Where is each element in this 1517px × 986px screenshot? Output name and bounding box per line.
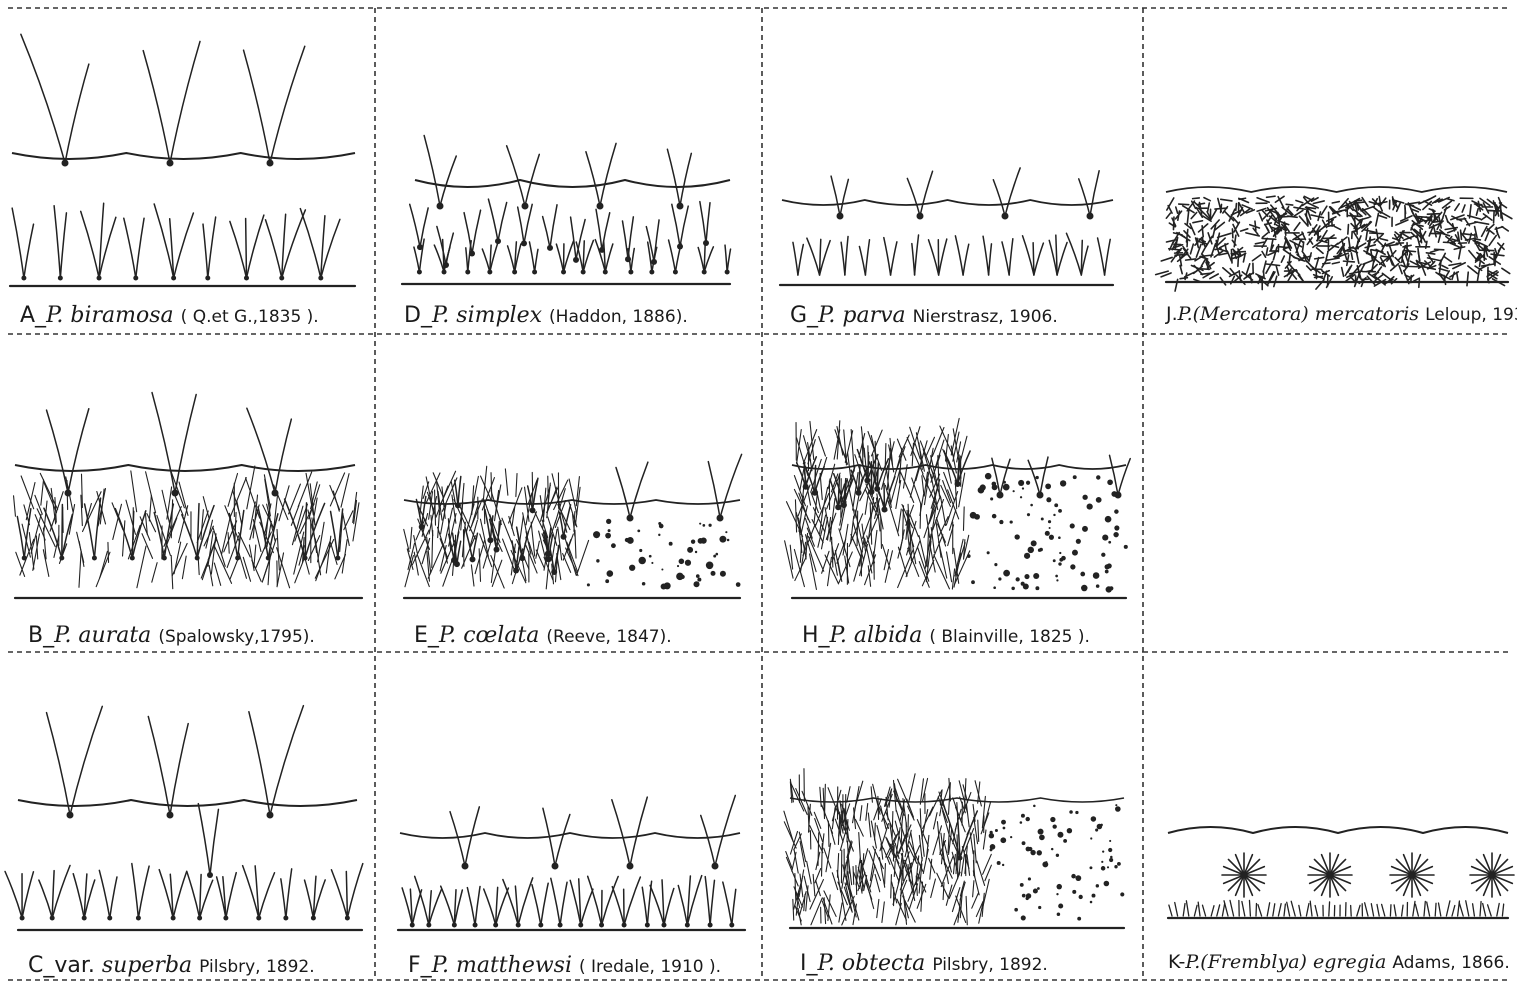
panel-label-D: D_P. simplex (Haddon, 1886). [404,303,688,328]
drawing-H [785,418,1131,598]
panel-label-B: B_P. aurata (Spalowsky,1795). [28,623,315,648]
panel-drawings [5,34,1514,930]
drawing-J [1156,187,1512,291]
panel-label-I: I_P. obtecta Pilsbry, 1892. [800,951,1048,976]
drawing-C [5,706,363,930]
panel-label-K: K-P.(Fremblya) egregia Adams, 1866. [1168,951,1510,973]
drawing-F [398,795,745,930]
drawing-B [14,393,362,598]
drawing-G [780,168,1113,285]
drawing-I [784,769,1124,928]
panel-label-A: A_P. biramosa ( Q.et G.,1835 ). [20,303,319,328]
drawing-D [402,135,731,284]
drawing-E [404,454,742,598]
drawing-K [1168,827,1514,918]
panel-label-C: C_var. superba Pilsbry, 1892. [28,953,315,978]
panel-label-J: J.P.(Mercatora) mercatoris Leloup, 1936. [1165,303,1517,325]
panel-label-G: G_P. parva Nierstrasz, 1906. [790,303,1058,328]
panel-label-E: E_P. cœlata (Reeve, 1847). [414,623,672,648]
panel-label-F: F_P. matthewsi ( Iredale, 1910 ). [408,953,721,978]
panel-label-H: H_P. albida ( Blainville, 1825 ). [802,623,1090,648]
drawing-A [10,34,355,286]
